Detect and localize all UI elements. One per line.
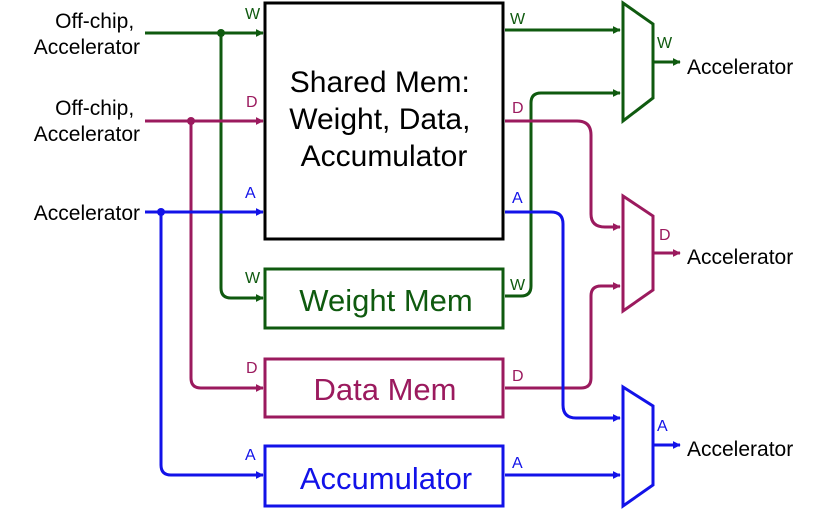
weightmem-out-w-label: W bbox=[510, 277, 526, 294]
shared-mem-line3: Accumulator bbox=[301, 140, 468, 173]
datamem-out-d-label: D bbox=[512, 368, 524, 385]
shared-a-to-amux-wire bbox=[505, 210, 621, 422]
datamem-in-d-label: D bbox=[246, 360, 258, 377]
shared-mem-title: Shared Mem: Weight, Data, Accumulator bbox=[289, 66, 479, 173]
accumulator-block bbox=[263, 444, 505, 508]
shared-out-d-label: D bbox=[512, 100, 524, 117]
shared-mem-block bbox=[263, 1, 505, 241]
data-mem-label: Data Mem bbox=[314, 372, 457, 407]
accumulator-label: Accumulator bbox=[300, 461, 472, 496]
accumulator-out-a-label: A bbox=[512, 455, 523, 472]
shared-d-to-dmux-wire bbox=[505, 119, 621, 231]
shared-mem-line2: Weight, Data, bbox=[289, 103, 470, 136]
data-junction-dot bbox=[187, 117, 195, 125]
datamem-to-dmux-wire bbox=[505, 282, 621, 390]
shared-in-a-label: A bbox=[245, 185, 256, 202]
acc-to-accumulator-wire bbox=[159, 212, 264, 479]
shared-out-a-label: A bbox=[512, 190, 523, 207]
weight-input-label: Off-chip, Accelerator bbox=[34, 10, 140, 59]
data-input-label: Off-chip, Accelerator bbox=[34, 97, 140, 146]
acc-junction-dot bbox=[157, 208, 165, 216]
output-wires bbox=[505, 26, 621, 479]
weight-mux bbox=[621, 0, 655, 125]
accumulator-in-a-label: A bbox=[245, 447, 256, 464]
weight-output-label: Accelerator bbox=[687, 56, 793, 79]
shared-in-w-label: W bbox=[245, 6, 261, 23]
dmux-out-d-label: D bbox=[659, 227, 671, 244]
shared-out-w-label: W bbox=[510, 11, 526, 28]
amux-out-a-label: A bbox=[657, 418, 668, 435]
weight-input-line1: Off-chip, bbox=[55, 10, 134, 33]
data-mem-block bbox=[263, 357, 505, 419]
weight-input-wires bbox=[145, 29, 264, 302]
data-to-datamem-wire bbox=[189, 121, 264, 392]
data-mux bbox=[621, 193, 655, 314]
acc-output-label: Accelerator bbox=[687, 438, 793, 461]
shared-in-d-label: D bbox=[246, 94, 258, 111]
acc-input-label: Accelerator bbox=[34, 202, 140, 225]
weightmem-to-wmux-wire bbox=[505, 89, 621, 298]
data-output-label: Accelerator bbox=[687, 246, 793, 269]
weightmem-in-w-label: W bbox=[245, 270, 261, 287]
data-input-line1: Off-chip, bbox=[55, 97, 134, 120]
weight-input-line2: Accelerator bbox=[34, 36, 140, 59]
weight-to-weightmem-wire bbox=[219, 33, 264, 302]
weight-mem-label: Weight Mem bbox=[299, 283, 472, 318]
data-input-line2: Accelerator bbox=[34, 123, 140, 146]
shared-mem-line1: Shared Mem: bbox=[290, 66, 470, 99]
acc-input-wires bbox=[145, 208, 264, 479]
wmux-out-w-label: W bbox=[657, 35, 673, 52]
weight-junction-dot bbox=[217, 29, 225, 37]
accumulator-mux bbox=[621, 384, 655, 509]
data-input-wires bbox=[145, 117, 264, 392]
weight-mem-block bbox=[263, 267, 505, 330]
